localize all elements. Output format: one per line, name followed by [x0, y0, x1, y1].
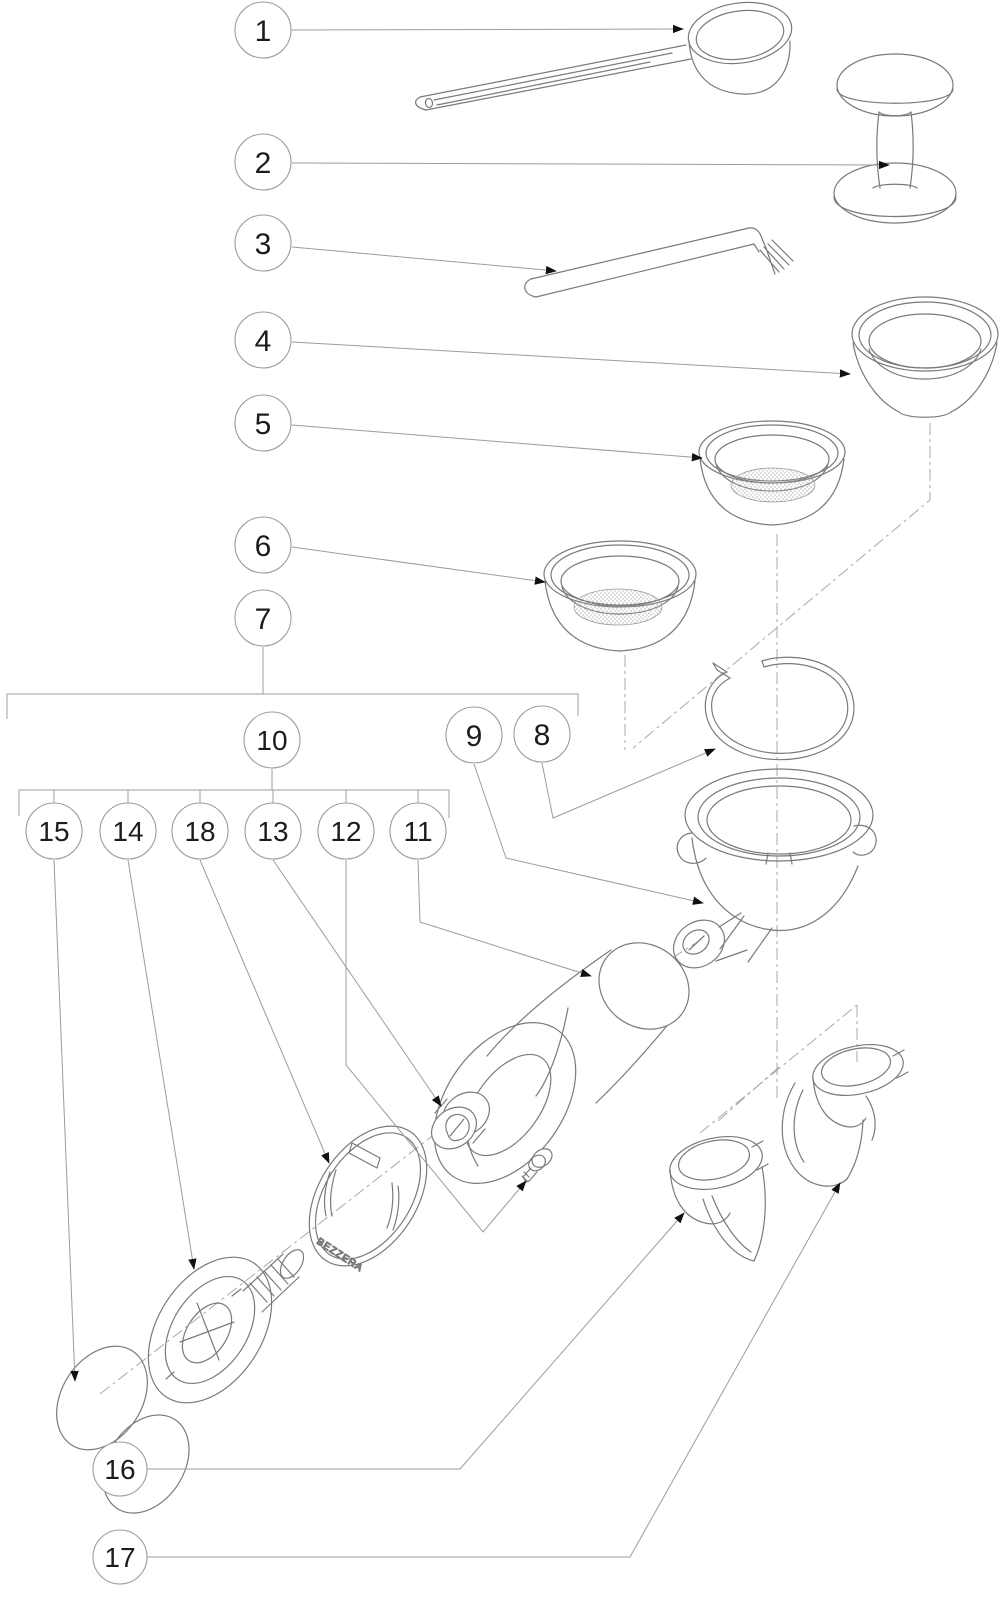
brand-text: BEZZERA: [314, 1236, 365, 1274]
svg-text:16: 16: [104, 1454, 135, 1485]
leader-13: [272, 859, 442, 1107]
part-handle-screw: [521, 1148, 553, 1183]
leader-14: [127, 859, 197, 1270]
leader-8: [541, 748, 716, 819]
callout-14: 14: [99, 802, 157, 860]
part-badge-disc: BEZZERA: [308, 1125, 428, 1275]
leader-2: [291, 160, 890, 170]
part-portafilter-body: [673, 768, 877, 969]
leader-18: [199, 859, 330, 1164]
callout-2: 2: [234, 133, 292, 191]
leader-15: [53, 859, 79, 1382]
callout-4: 4: [234, 311, 292, 369]
part-double-spout: [781, 1044, 909, 1187]
svg-text:4: 4: [255, 325, 272, 358]
leader-7-bracket: [6, 693, 579, 719]
leader-10-bracket: [18, 789, 450, 818]
part-cleaning-brush: [524, 227, 794, 298]
svg-text:11: 11: [403, 816, 432, 847]
part-tamper: [833, 53, 957, 224]
part-measuring-scoop: [415, 1, 793, 111]
callout-8: 8: [513, 705, 571, 763]
construction-lines: [99, 423, 931, 1395]
svg-text:17: 17: [104, 1542, 135, 1573]
callout-11: 11: [389, 802, 447, 860]
leader-4: [291, 341, 851, 378]
svg-text:6: 6: [255, 530, 272, 563]
callouts: 1 2 3 4 5 6 7 8: [25, 1, 571, 1585]
callout-15: 15: [25, 802, 83, 860]
leader-1: [291, 24, 684, 34]
callout-9: 9: [445, 706, 503, 764]
leader-17: [147, 1182, 841, 1558]
part-single-spout: [669, 1136, 769, 1262]
svg-text:1: 1: [255, 15, 272, 48]
svg-text:2: 2: [255, 147, 272, 180]
svg-text:9: 9: [466, 720, 483, 753]
callout-10: 10: [243, 711, 301, 769]
svg-text:14: 14: [112, 816, 143, 847]
leader-9: [473, 763, 704, 905]
part-basket-retaining-spring: [704, 656, 855, 761]
svg-text:10: 10: [256, 725, 287, 756]
callout-17: 17: [92, 1529, 148, 1585]
svg-text:3: 3: [255, 228, 272, 261]
leader-6: [291, 546, 546, 585]
callout-3: 3: [234, 214, 292, 272]
part-two-cup-filter-basket: [698, 420, 846, 526]
leader-16: [147, 1212, 685, 1470]
svg-text:5: 5: [255, 408, 272, 441]
callout-13: 13: [244, 802, 302, 860]
callout-1: 1: [234, 1, 292, 59]
svg-text:13: 13: [257, 816, 288, 847]
leader-11: [417, 859, 592, 977]
leader-5: [291, 424, 703, 462]
part-handle-end-cap: [56, 1345, 190, 1514]
svg-text:7: 7: [255, 603, 272, 636]
part-dosing-funnel: [851, 296, 999, 418]
callout-7: 7: [234, 589, 292, 647]
svg-text:12: 12: [330, 816, 361, 847]
svg-text:8: 8: [534, 719, 551, 752]
callout-16: 16: [92, 1441, 148, 1497]
part-one-cup-filter-basket: [543, 540, 697, 652]
svg-text:18: 18: [184, 816, 215, 847]
callout-5: 5: [234, 394, 292, 452]
leader-3: [291, 246, 557, 275]
callout-18: 18: [171, 802, 229, 860]
leader-12: [345, 860, 527, 1233]
callout-6: 6: [234, 516, 292, 574]
leader-lines: [6, 24, 890, 1558]
svg-text:15: 15: [38, 816, 69, 847]
part-handle-bushing: [431, 1091, 490, 1150]
part-handle-end-nut: [147, 1249, 305, 1404]
callout-12: 12: [317, 802, 375, 860]
part-handle: [433, 942, 690, 1184]
